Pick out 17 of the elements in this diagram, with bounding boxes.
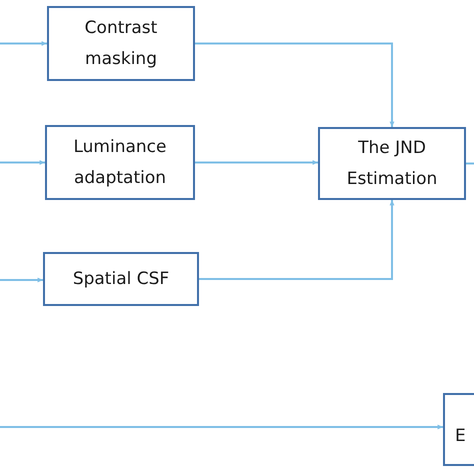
process-box — [45, 125, 195, 200]
box-label: Contrast masking — [84, 16, 158, 70]
arrow — [195, 42, 394, 127]
process-box — [318, 127, 466, 200]
arrow — [0, 160, 45, 165]
process-box — [47, 6, 195, 81]
connector-line — [466, 162, 474, 164]
box-label: Spatial CSF — [72, 268, 170, 290]
arrow — [0, 278, 43, 282]
arrow — [199, 200, 394, 280]
box-label: E — [455, 425, 466, 448]
box-label: Luminance adaptation — [72, 136, 168, 190]
arrow — [195, 160, 318, 165]
box-label: The JND Estimation — [346, 136, 438, 190]
process-box — [43, 252, 199, 306]
arrow — [0, 41, 47, 46]
arrow — [0, 424, 443, 430]
